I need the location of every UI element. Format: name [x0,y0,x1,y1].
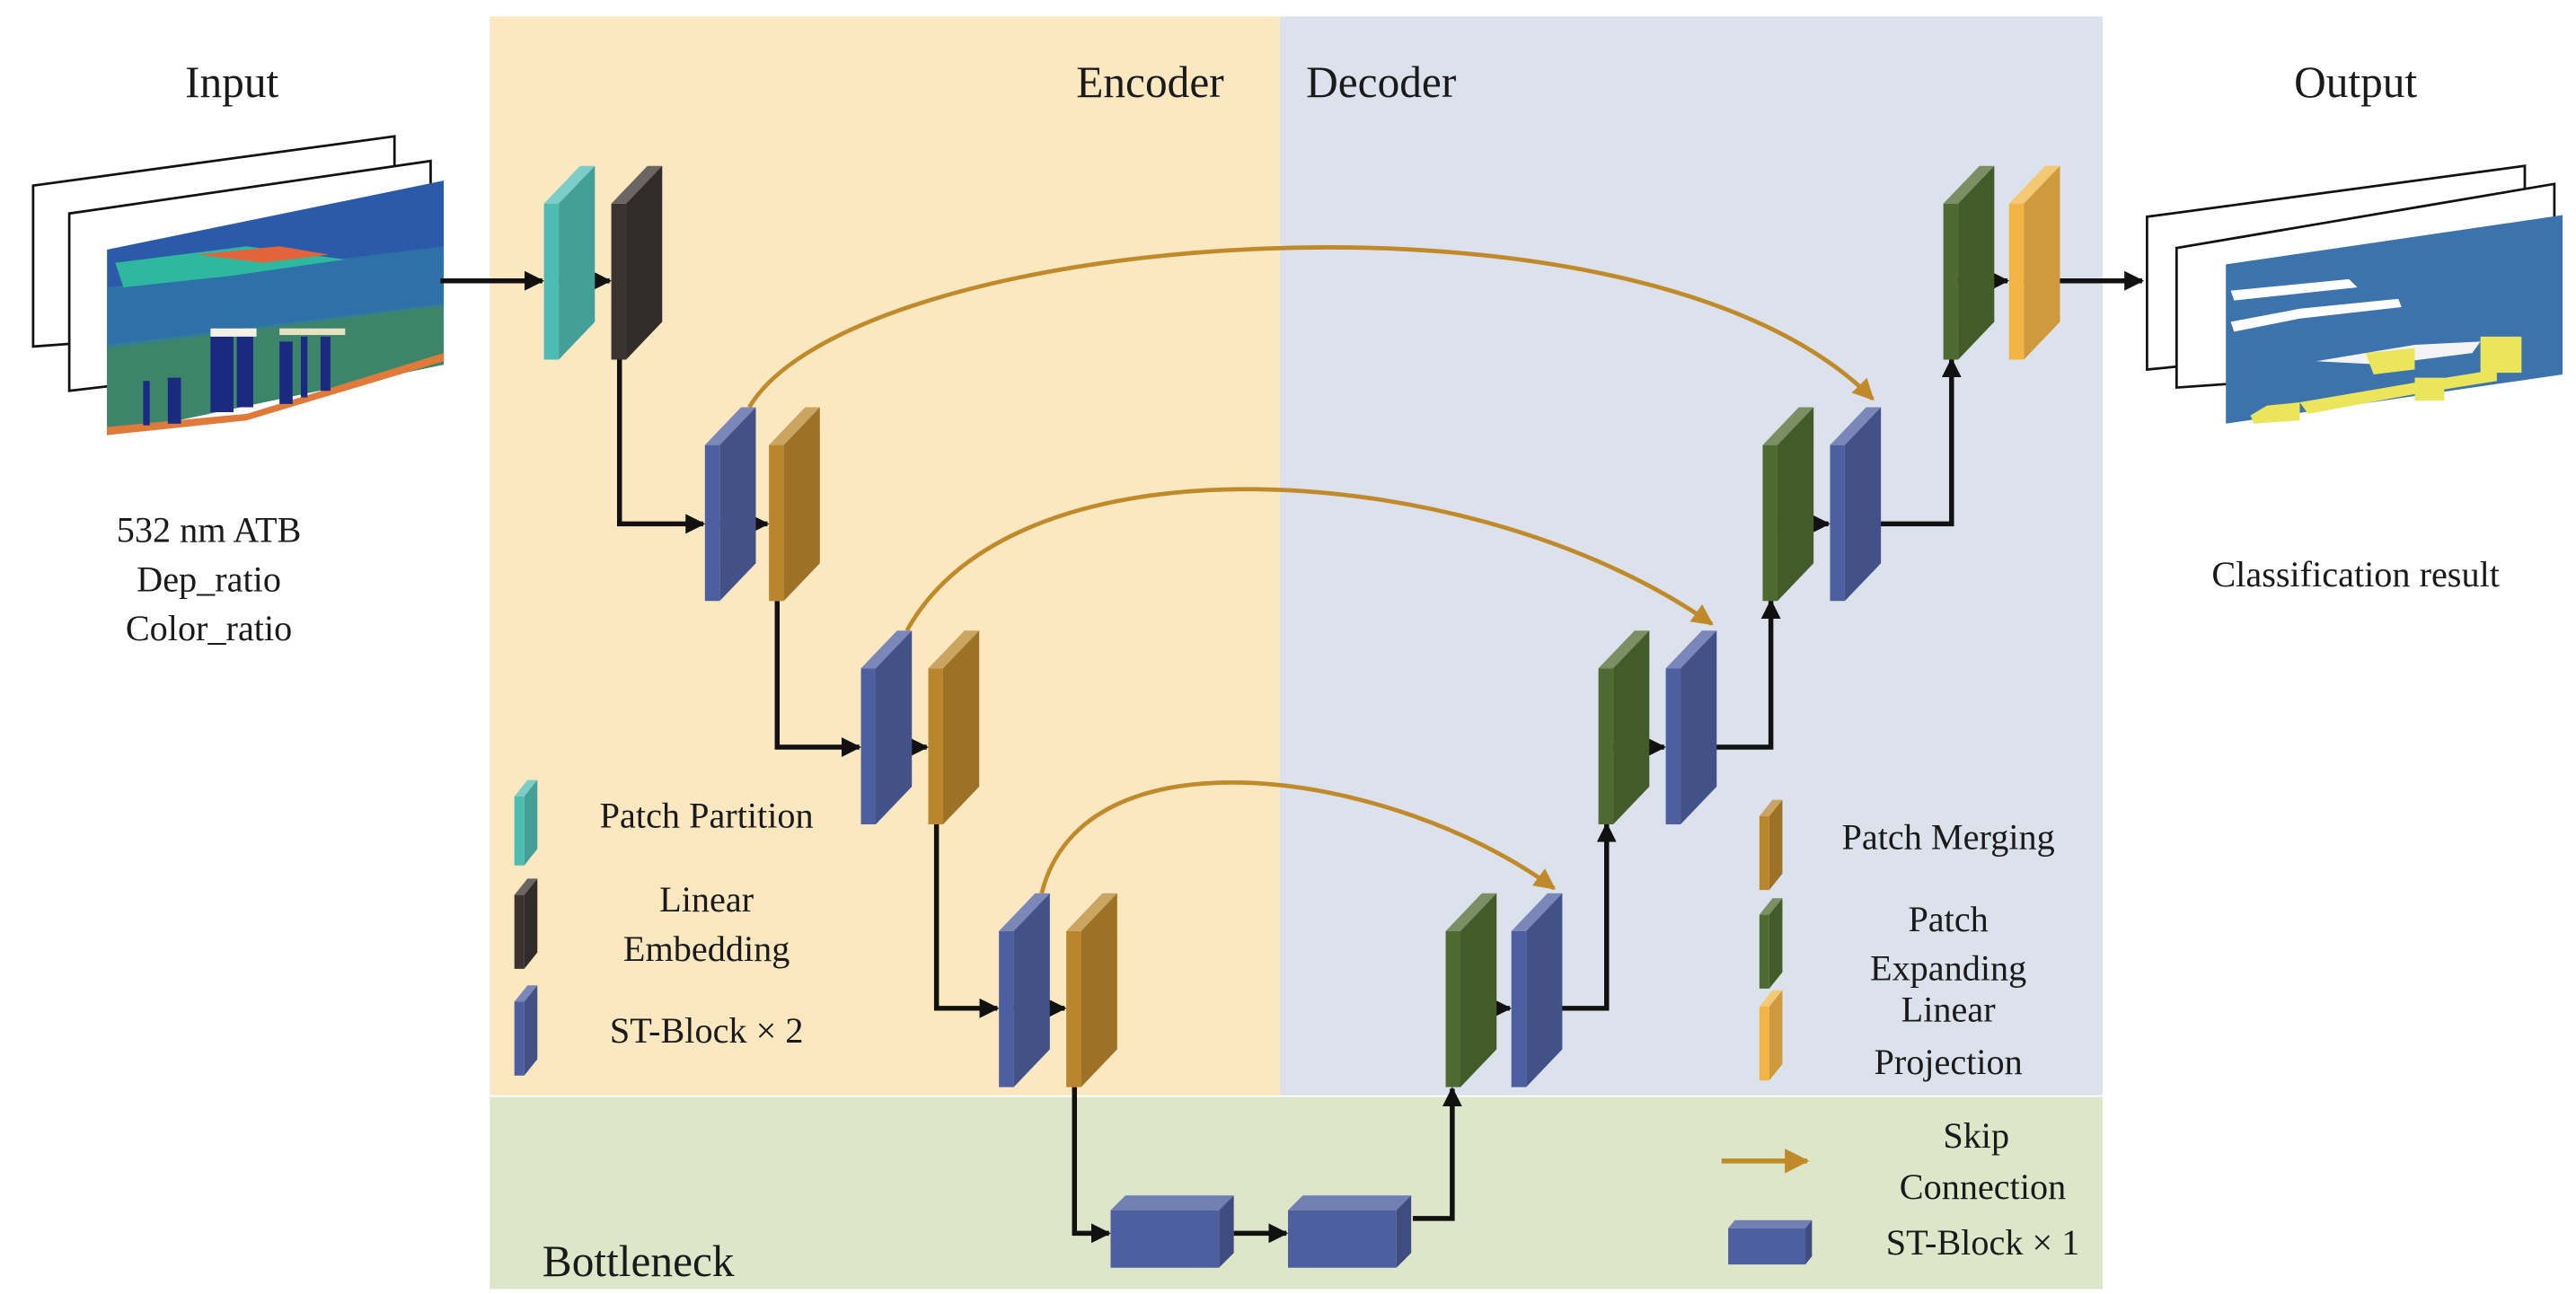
classification-result-image [2226,215,2563,424]
skip-connections [747,245,1875,894]
decoder-patch-expanding-0 [1943,165,1995,360]
encoder-st-block-1 [704,407,756,602]
encoder-st-block-3 [999,893,1050,1087]
decoder-patch-expanding-2 [1598,630,1650,824]
decoder-patch-expanding-3 [1445,893,1497,1087]
legend-patch-merging-swatch [1759,799,1783,891]
legend-patch-partition-swatch [514,779,538,866]
legend-label-linear-embedding: Embedding [623,929,790,969]
legend-linear-embedding-swatch [514,878,538,969]
legend-label-skip-connection: Connection [1900,1166,2066,1207]
encoder-panel [490,16,1280,1096]
encoder-title: Encoder [1076,57,1223,107]
legend-label-patch-expanding: Expanding [1870,948,2026,989]
legend-linear-projection-swatch [1759,990,1783,1081]
lidar-atb-image [107,180,445,436]
output-label: Classification result [2211,554,2500,594]
bottleneck-st-block-2 [1288,1195,1412,1268]
encoder-st-block-2 [860,630,913,824]
legend-st-block-1-swatch [1728,1219,1813,1265]
legend-label-patch-merging: Patch Merging [1842,816,2055,857]
legend-label-patch-expanding: Patch [1908,899,1988,939]
input-label: Dep_ratio [137,559,281,599]
skip-connection-arrow [1039,779,1557,894]
decoder-st-block-3 [1511,893,1563,1087]
skip-connection-arrow [747,245,1875,409]
encoder-patch-merging-3 [1066,893,1117,1087]
skip-connection-arrow [904,487,1714,632]
linear-projection-block [2008,165,2060,360]
input-labels: 532 nm ATB Dep_ratio Color_ratio [117,509,302,648]
patch-partition-block [543,165,595,360]
encoder-patch-merging-1 [769,407,820,602]
decoder-st-block-2 [1665,630,1717,824]
encoder-patch-merging-2 [928,630,980,824]
input-label: 532 nm ATB [117,509,302,550]
linear-embedding-block [611,165,663,360]
input-title: Input [185,57,278,107]
legend-label-linear-projection: Projection [1874,1042,2022,1082]
legend-st-block-swatch [514,985,538,1076]
input-label: Color_ratio [126,608,292,648]
legend-label-linear-embedding: Linear [659,879,754,920]
legend-swatches [514,779,1813,1265]
output-image-stack [2146,164,2563,424]
input-image-stack [31,135,445,436]
bottleneck-st-block-1 [1110,1195,1234,1268]
legend-label-st-block-2: ST-Block × 2 [610,1010,804,1051]
decoder-title: Decoder [1306,57,1456,107]
bottleneck-title: Bottleneck [543,1237,735,1286]
legend-patch-expanding-swatch [1759,898,1783,989]
legend-label-linear-projection: Linear [1901,989,1997,1029]
decoder-st-block-1 [1830,407,1882,602]
legend: Patch Partition Linear Embedding ST-Bloc… [514,779,2080,1265]
legend-label-skip-connection: Skip [1943,1115,2009,1156]
legend-label-st-block-1: ST-Block × 1 [1886,1222,2080,1263]
output-title: Output [2294,57,2417,107]
legend-label-patch-partition: Patch Partition [600,796,814,836]
network-blocks [543,165,2060,1268]
decoder-patch-expanding-1 [1762,407,1814,602]
